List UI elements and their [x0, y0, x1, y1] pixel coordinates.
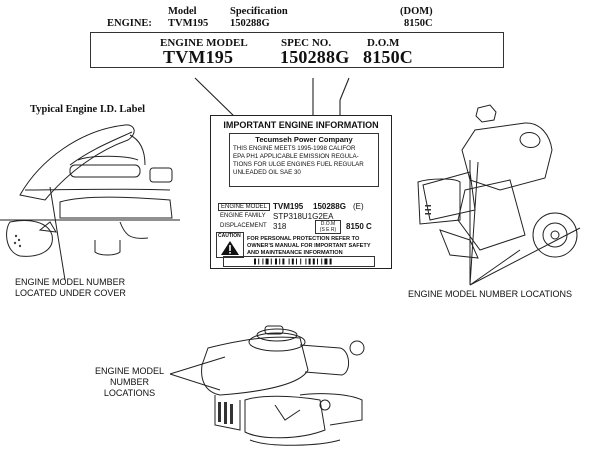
barcode-bar [300, 258, 302, 265]
typical-label-title: Typical Engine I.D. Label [30, 104, 146, 115]
callout-bottom-line: NUMBER [110, 377, 150, 387]
label-row-family-value: STP318U1G2EA [273, 212, 334, 221]
barcode-bar [275, 258, 277, 265]
barcode-bar [317, 258, 318, 265]
barcode-bar [296, 258, 297, 265]
callout-bottom-line: ENGINE MODEL [95, 366, 165, 376]
barcode-bar [329, 258, 332, 265]
barcode-bar [291, 258, 294, 265]
header-spec-label: Specification [230, 6, 288, 17]
header-model-value: TVM195 [168, 18, 209, 29]
header-model-label: Model [168, 6, 197, 17]
label-emission-line: THIS ENGINE MEETS 1995-1998 CALIFOR [233, 145, 356, 152]
label-dom-value: 8150 C [346, 222, 372, 231]
id-box-spec-label: SPEC NO. [281, 37, 332, 49]
right-engine-grill [425, 205, 431, 215]
barcode-bar [282, 258, 285, 265]
label-barcode-box [223, 256, 375, 267]
left-engine-drawing [0, 124, 180, 281]
header-spec-value: 150288G [230, 18, 270, 29]
barcode-bar [321, 258, 323, 265]
callout-left-line: LOCATED UNDER COVER [15, 288, 126, 298]
engine-info-label: IMPORTANT ENGINE INFORMATION Tecumseh Po… [210, 115, 392, 269]
barcode-bar [308, 258, 311, 265]
label-caution-message: FOR PERSONAL PROTECTION REFER TO OWNER'S… [247, 236, 371, 257]
caution-line: FOR PERSONAL PROTECTION REFER TO [247, 236, 360, 242]
id-box-model-value: TVM195 [163, 47, 234, 67]
left-engine-vents [13, 234, 22, 248]
label-title: IMPORTANT ENGINE INFORMATION [223, 120, 379, 130]
caution-line: OWNER'S MANUAL FOR IMPORTANT SAFETY [247, 243, 371, 249]
id-box-dom-label: D.O.M [367, 37, 400, 49]
barcode-bar [265, 258, 269, 265]
barcode-bar [288, 258, 290, 265]
header-dom-value: 8150C [404, 18, 433, 29]
id-box-spec-value: 150288G [280, 47, 350, 67]
barcode-bar [279, 258, 281, 265]
barcode-bar [324, 258, 328, 265]
label-caution-text: CAUTION [218, 233, 241, 239]
label-emission-line: UNLEADED OIL SAE 30 [233, 169, 301, 176]
label-row-model-label: ENGINE MODEL [218, 203, 271, 211]
callout-bottom: ENGINE MODEL NUMBER LOCATIONS [95, 366, 164, 399]
bottom-engine-drawing [201, 325, 365, 446]
label-row-displacement-label: DISPLACEMENT [220, 223, 267, 229]
header-engine-label: ENGINE: [107, 18, 152, 29]
barcode-bar [258, 258, 260, 265]
callout-left-line: ENGINE MODEL NUMBER [15, 277, 126, 287]
engine-id-box: ENGINE MODEL SPEC NO. D.O.M TVM195 15028… [90, 32, 504, 68]
bottom-engine-fins [218, 402, 233, 424]
barcode-bar [270, 258, 272, 265]
barcode-bar [305, 258, 307, 265]
callout-bottom-line: LOCATIONS [103, 388, 156, 398]
barcode-icon [254, 258, 332, 265]
label-dom-label: D.O.M [320, 221, 336, 227]
warning-triangle-icon [221, 241, 239, 255]
label-dom-box: D.O.M (S E R) [315, 220, 341, 234]
callout-right: ENGINE MODEL NUMBER LOCATIONS [408, 289, 573, 299]
header-dom-label: (DOM) [400, 6, 433, 17]
label-row-family-label: ENGINE FAMILY [220, 213, 266, 219]
label-row-suffix: (E) [353, 202, 364, 211]
label-ser-label: (S E R) [319, 227, 337, 233]
barcode-bar [312, 258, 315, 265]
pointer-line-dom [339, 77, 350, 101]
caution-line: AND MAINTENANCE INFORMATION [247, 250, 343, 256]
right-engine-drawing [417, 104, 581, 286]
barcode-bar [262, 258, 264, 265]
label-emission-box: Tecumseh Power Company THIS ENGINE MEETS… [229, 133, 379, 187]
label-row-spec-value: 150288G [313, 202, 346, 211]
label-company: Tecumseh Power Company [255, 135, 353, 144]
id-box-model-label: ENGINE MODEL [160, 37, 248, 49]
callout-left: ENGINE MODEL NUMBER LOCATED UNDER COVER [15, 277, 126, 299]
bottom-callout-lines [169, 356, 226, 391]
id-box-dom-value: 8150C [363, 47, 413, 67]
barcode-bar [254, 258, 256, 265]
label-emission-line: TIONS FOR ULGE ENGINES FUEL REGULAR [233, 161, 364, 168]
label-row-displacement-value: 318 [273, 222, 287, 231]
label-caution-box: CAUTION [216, 232, 244, 258]
label-row-model-value: TVM195 [273, 202, 304, 211]
label-emission-line: EPA PH1 APPLICABLE EMISSION REGULA- [233, 153, 359, 160]
